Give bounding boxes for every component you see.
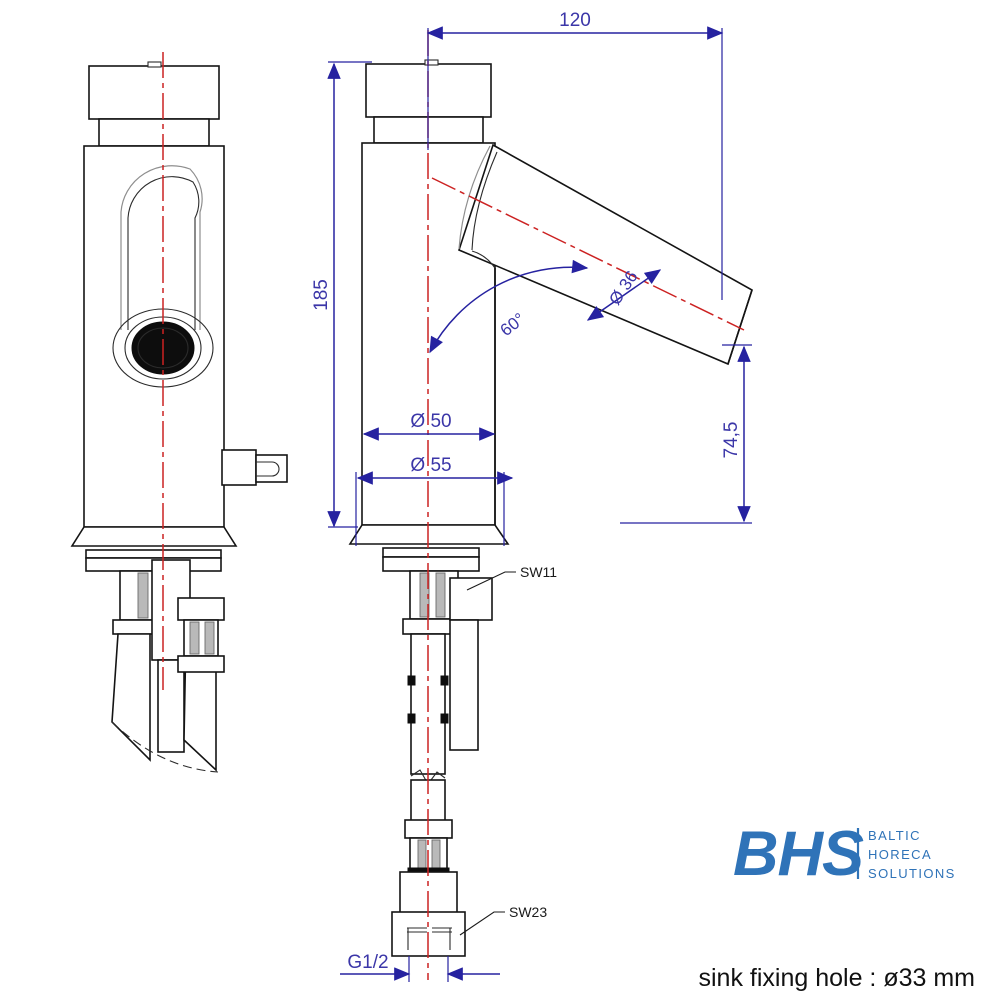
dim-d50-label: Ø 50 (410, 411, 451, 432)
front-view-washer-lower (382, 556, 480, 572)
front-view-hex-thread-right (432, 927, 452, 950)
logo-tagline-line3: SOLUTIONS (868, 866, 956, 881)
side-view-connector-lower (177, 655, 225, 673)
side-view-base-flange (70, 526, 238, 547)
front-view-clip-left-upper (407, 675, 416, 686)
dim-185-label: 185 (311, 279, 332, 311)
front-view-cap-nub (424, 59, 439, 66)
front-view-spout-axis-centerline (431, 177, 745, 331)
front-view-branch-upper (449, 577, 493, 621)
dim-745-label: 74,5 (721, 422, 742, 459)
logo-wordmark: BHS (733, 819, 864, 889)
dim-g12-label: G1/2 (347, 952, 388, 973)
side-view-spout-arch-outer (120, 165, 203, 330)
dim-d55-label: Ø 55 (410, 455, 451, 476)
leader-annotations: SW11 SW23 (459, 564, 557, 936)
sw23-label: SW23 (509, 904, 547, 920)
front-view-gland-thread-a (417, 839, 427, 869)
logo-tagline-line1: BALTIC (868, 828, 921, 843)
front-view-shank-thread-b (435, 572, 446, 618)
sink-fixing-hole-note: sink fixing hole : ø33 mm (699, 964, 976, 992)
side-view-connector-thread-a (189, 621, 200, 655)
dim-60deg-label: 60° (497, 309, 529, 340)
side-view-spout-arch-inner (127, 176, 200, 330)
side-view-sensor-lens-highlight (137, 327, 189, 369)
sw23-leader-line (459, 911, 505, 936)
side-view-washer-upper (85, 549, 222, 559)
dim-120-label: 120 (559, 10, 591, 31)
sw11-label: SW11 (520, 564, 557, 580)
front-view-clip-right-lower (440, 713, 449, 724)
side-view-cap-neck (98, 118, 210, 147)
front-view-shank-thread-a (419, 572, 430, 618)
side-view-top-cap (88, 65, 220, 120)
side-view-knob-detail (256, 461, 280, 477)
front-view-spout-fillet-inner (471, 151, 498, 251)
front-view-clip-left-lower (407, 713, 416, 724)
front-view-base-flange (348, 524, 510, 545)
side-view (70, 52, 288, 773)
side-view-shank-thread-a (137, 572, 149, 619)
brand-logo: BHS BALTIC HORECA SOLUTIONS (733, 819, 956, 889)
side-view-connector-thread-b (204, 621, 215, 655)
side-view-connector-upper (177, 597, 225, 621)
sw11-leader-line (466, 571, 516, 591)
front-view-clip-right-upper (440, 675, 449, 686)
side-view-hose-cut-line (111, 721, 219, 773)
front-view-gland-thread-b (431, 839, 441, 869)
front-view-washer-upper (382, 547, 480, 558)
front-view (348, 30, 753, 980)
logo-tagline-line2: HORECA (868, 847, 932, 862)
front-view-hex-thread-left (407, 927, 427, 950)
side-view-knob-base (221, 449, 257, 486)
side-view-hose-center-lower (157, 659, 185, 753)
front-view-branch-tube (449, 619, 479, 751)
side-view-knob-cap (255, 454, 288, 483)
dim-60deg-arc (429, 259, 589, 354)
side-view-hose-left (111, 633, 151, 762)
dim-d36-line (586, 269, 662, 321)
front-view-spout-outlet-face (727, 289, 753, 365)
side-view-cap-nub (147, 61, 162, 68)
